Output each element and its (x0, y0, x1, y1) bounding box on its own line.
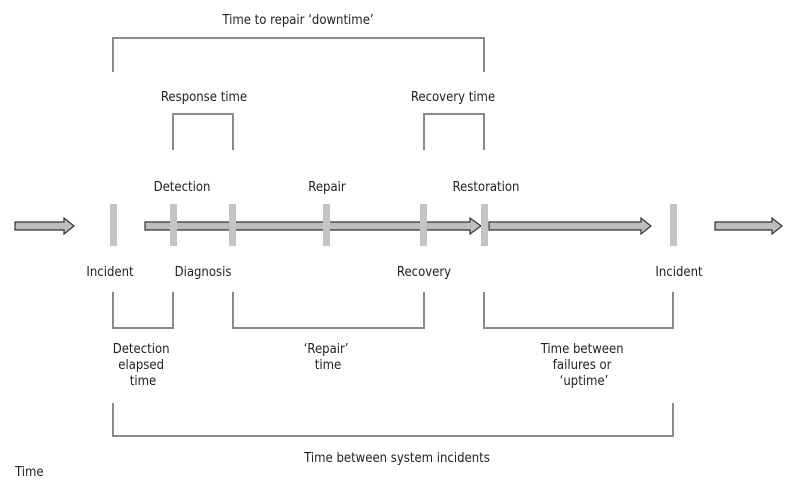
arrow-end (714, 216, 783, 236)
tick-diagnosis (229, 204, 236, 246)
tick-recovery (420, 204, 427, 246)
label-response-time: Response time (161, 90, 247, 105)
label-recovery: Recovery (397, 265, 451, 280)
label-axis-time: Time (14, 465, 44, 480)
tick-repair (323, 204, 330, 246)
label-detection: Detection (154, 180, 211, 195)
bracket-detection-elapsed (112, 292, 174, 329)
tick-detection (170, 204, 177, 246)
arrow-start (14, 216, 75, 236)
label-incident-left: Incident (86, 265, 134, 280)
bracket-repair-time (232, 292, 425, 329)
bracket-time-to-repair (112, 37, 485, 72)
bracket-between-incidents (112, 403, 674, 437)
label-recovery-time: Recovery time (411, 90, 495, 105)
label-uptime: Time between failures or ‘uptime’ (540, 342, 628, 389)
label-detection-elapsed: Detection elapsed time (113, 342, 174, 389)
tick-restoration (481, 204, 488, 246)
label-diagnosis: Diagnosis (175, 265, 232, 280)
bracket-recovery-time (423, 113, 485, 150)
arrow-repair-process (144, 216, 483, 236)
label-restoration: Restoration (453, 180, 520, 195)
label-between-incidents: Time between system incidents (303, 451, 490, 466)
tick-incident-right (670, 204, 677, 246)
tick-incident-left (110, 204, 117, 246)
label-repair: Repair (308, 180, 346, 195)
bracket-uptime (483, 292, 674, 329)
bracket-response-time (172, 113, 234, 150)
label-time-to-repair: Time to repair ‘downtime’ (221, 13, 373, 28)
arrow-uptime (488, 216, 652, 236)
label-incident-right: Incident (655, 265, 703, 280)
label-repair-time: ‘Repair’ time (304, 342, 353, 373)
